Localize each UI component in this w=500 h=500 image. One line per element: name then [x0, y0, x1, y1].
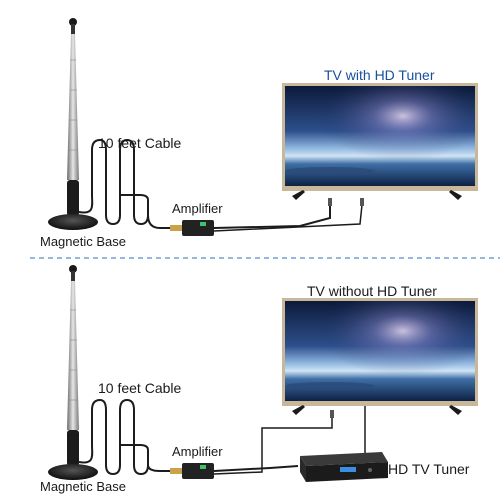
antenna-rod	[67, 281, 79, 430]
bottom-amplifier-label: Amplifier	[172, 444, 223, 459]
bottom-tv-leg-left	[292, 405, 305, 415]
top-tv-label: TV with HD Tuner	[324, 67, 435, 83]
bottom-cable-to-amplifier	[147, 464, 178, 472]
top-cable-to-amplifier	[147, 214, 178, 229]
magnetic-base	[48, 464, 98, 480]
bottom-cable-label: 10 feet Cable	[98, 380, 182, 396]
top-cable-to-tv	[213, 205, 331, 229]
antenna-rod	[67, 34, 79, 180]
tuner-display	[340, 467, 356, 472]
bottom-tv-leg-right	[449, 405, 462, 415]
antenna-post	[67, 180, 79, 216]
antenna-post	[67, 430, 79, 466]
hd-tv-tuner-label: HD TV Tuner	[388, 461, 470, 477]
top-tv-leg-right	[449, 190, 462, 200]
bottom-usb-cable	[213, 416, 333, 475]
top-usb-cable	[213, 204, 363, 232]
top-antenna	[48, 18, 98, 230]
top-tv	[282, 83, 478, 206]
magnetic-base	[48, 214, 98, 230]
top-tv-leg-left	[292, 190, 305, 200]
antenna-rod-segments	[69, 59, 78, 151]
bottom-antenna	[48, 265, 98, 480]
bottom-tv	[282, 298, 478, 418]
antenna-tip-stem	[71, 271, 75, 281]
antenna-tip-stem	[71, 24, 75, 34]
bottom-tv-label: TV without HD Tuner	[307, 283, 437, 299]
top-cable-label: 10 feet Cable	[98, 135, 182, 151]
bottom-amplifier	[170, 463, 214, 479]
top-coiled-cable	[78, 138, 149, 226]
top-amplifier	[170, 220, 214, 236]
bottom-base-label: Magnetic Base	[40, 479, 126, 494]
antenna-rod-segments	[69, 309, 78, 401]
top-base-label: Magnetic Base	[40, 234, 126, 249]
bottom-coiled-cable	[78, 398, 149, 476]
hd-tv-tuner-box	[300, 452, 388, 482]
bottom-cable-to-tuner	[213, 465, 299, 472]
top-amplifier-label: Amplifier	[172, 201, 223, 216]
